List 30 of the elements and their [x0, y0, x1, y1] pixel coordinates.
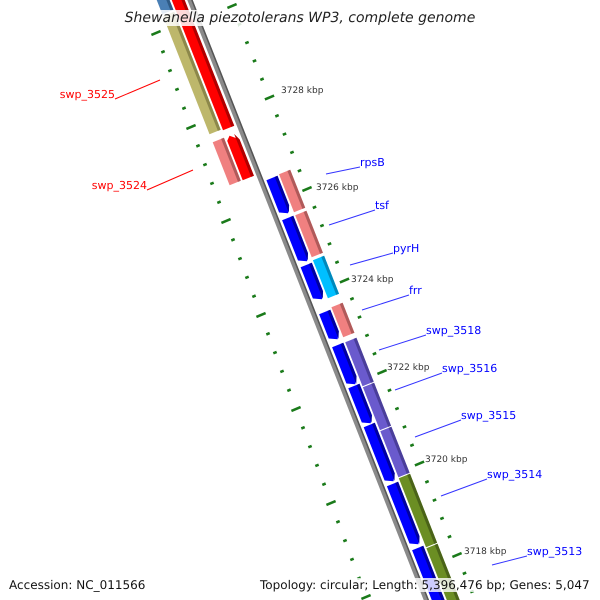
gene-label: rpsB	[360, 156, 385, 170]
gene-label: swp_3513	[527, 545, 582, 559]
leader-line	[146, 170, 194, 190]
leader-line	[362, 294, 410, 310]
leader-line	[114, 80, 160, 100]
leader-line	[350, 252, 394, 266]
scale-label: 3728 kbp	[281, 85, 324, 98]
gene-label: swp_3516	[442, 362, 498, 376]
gene-label: pyrH	[393, 242, 420, 256]
scale-label: 3722 kbp	[387, 362, 430, 375]
gene-label: swp_3514	[487, 468, 542, 482]
scale-label: 3724 kbp	[351, 274, 394, 287]
leader-line	[378, 334, 426, 350]
leader-line	[328, 210, 376, 226]
genome-info-text: Topology: circular; Length: 5,396,476 bp; Genes: 5,047	[260, 578, 590, 592]
accession-text: Accession: NC_011566	[9, 578, 146, 592]
gene-label: swp_3524	[92, 179, 147, 193]
gene-label: tsf	[375, 199, 389, 213]
gene-label: frr	[409, 284, 422, 298]
gene-label: swp_3518	[426, 324, 482, 338]
leader-line	[440, 478, 488, 496]
scale-label: 3718 kbp	[464, 546, 506, 559]
scale-label: 3726 kbp	[316, 182, 358, 195]
gene-label: swp_3525	[60, 88, 115, 102]
leader-line	[492, 556, 528, 566]
scale-label: 3720 kbp	[425, 454, 468, 467]
leader-line	[414, 420, 462, 438]
leader-line	[326, 166, 360, 174]
leader-line	[394, 372, 442, 390]
gene-label: swp_3515	[461, 409, 516, 423]
